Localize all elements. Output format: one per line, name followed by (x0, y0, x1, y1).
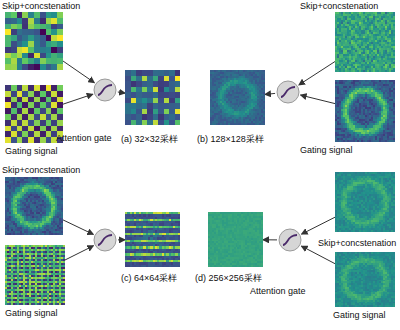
flow-arrow (63, 220, 93, 235)
feature-map (335, 12, 395, 72)
feature-map (208, 212, 263, 267)
feature-map (335, 172, 395, 232)
feature-map (125, 212, 180, 267)
panel-label: (d) 256×256采样 (195, 273, 262, 283)
panel-label: Gating signal (333, 310, 386, 320)
feature-map (5, 12, 63, 70)
feature-map-panel: Gating signal (335, 252, 395, 307)
attention-gate (276, 80, 300, 104)
feature-map (335, 80, 395, 142)
feature-map-panel: Gating signal (5, 85, 63, 143)
flow-arrow (301, 95, 335, 104)
feature-map-panel: (b) 128×128采样 (210, 70, 265, 125)
panel-label: Skip+concstenation (2, 1, 80, 11)
attention-gate-symbol (278, 228, 302, 252)
feature-map-panel: (d) 256×256采样 (208, 212, 263, 267)
attention-gate (93, 228, 117, 252)
feature-map (210, 70, 265, 125)
panel-label: Gating signal (300, 145, 353, 155)
attention-gate: Attention gate (278, 228, 302, 252)
panel-label: Gating signal (5, 308, 58, 318)
feature-map-panel: (a) 32×32采样 (125, 70, 180, 125)
flow-arrow (118, 239, 125, 240)
gate-label: Attention gate (56, 133, 112, 143)
panel-label: Skip+concstenation (318, 238, 396, 248)
attention-gate: Attention gate (93, 78, 117, 102)
feature-map-panel: Skip+concstenation (5, 177, 63, 235)
panel-label: (b) 128×128采样 (197, 134, 264, 144)
attention-gate-symbol (93, 228, 117, 252)
flow-arrow (65, 246, 93, 260)
feature-map-panel: Skip+concstenation (5, 12, 63, 70)
feature-map (5, 85, 63, 143)
feature-map (335, 252, 395, 307)
panel-label: Skip+concstenation (300, 1, 378, 11)
feature-map-panel: (c) 64×64采样 (125, 212, 180, 267)
panel-label: Gating signal (5, 146, 58, 156)
attention-gate-symbol (276, 80, 300, 104)
feature-map (5, 245, 65, 305)
flow-arrow (63, 61, 94, 83)
feature-map-panel: Skip+concstenation (335, 172, 395, 232)
feature-map (125, 70, 180, 125)
flow-arrow (302, 246, 336, 264)
panel-label: (a) 32×32采样 (121, 134, 178, 144)
flow-arrow (299, 62, 335, 85)
gate-label: Attention gate (250, 286, 306, 296)
feature-map-panel: Gating signal (5, 245, 65, 305)
flow-arrow (118, 92, 125, 93)
panel-label: Skip+concstenation (2, 165, 80, 175)
panel-label: (c) 64×64采样 (121, 273, 177, 283)
flow-arrow (265, 93, 275, 94)
flow-arrow (302, 217, 335, 234)
attention-gate-symbol (93, 78, 117, 102)
flow-arrow (263, 239, 277, 240)
feature-map (5, 177, 63, 235)
feature-map-panel: Gating signal (335, 80, 395, 142)
feature-map-panel: Skip+concstenation (335, 12, 395, 72)
flow-arrow (63, 94, 93, 104)
